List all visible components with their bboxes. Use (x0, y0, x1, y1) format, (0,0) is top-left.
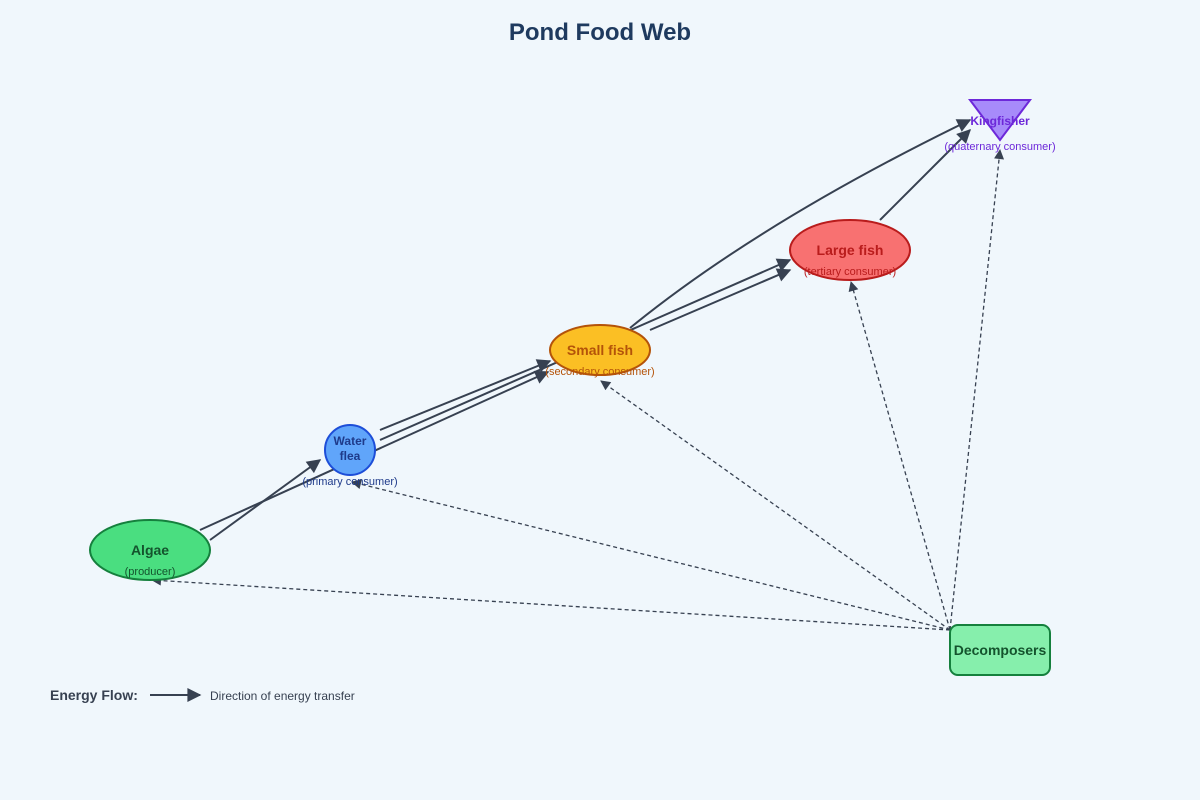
algae-label: Algae (131, 542, 169, 558)
water-flea-role-label: (primary consumer) (302, 476, 397, 488)
small-fish-to-kingfisher-arrow (629, 119, 972, 329)
diagram-title: Pond Food Web (509, 19, 691, 46)
decomp-to-kingfisher-arrow (949, 149, 1005, 631)
large-fish-to-kingfisher-arrow (879, 129, 971, 221)
large-fish-role-label: (tertiary consumer) (804, 266, 896, 278)
decomposers-box (949, 624, 1051, 676)
node-algae: Algae (producer) (89, 519, 211, 581)
water-flea-label-line2: flea (340, 449, 361, 463)
node-large-fish: Large fish (tertiary consumer) (789, 219, 911, 281)
water-flea-to-small-fish-arrow (379, 359, 552, 431)
legend: Energy Flow: Direction of energy transfe… (50, 687, 355, 703)
decomposer-links (151, 149, 1005, 631)
small-fish-ellipse (549, 324, 651, 376)
node-small-fish: Small fish (secondary consumer) (545, 324, 655, 378)
decomp-to-small-fish-arrow (600, 380, 951, 631)
decomp-to-algae-arrow (151, 575, 951, 631)
small-fish-label: Small fish (567, 342, 633, 358)
decomp-to-large-fish-arrow (848, 281, 951, 631)
legend-title: Energy Flow: (50, 687, 138, 703)
kingfisher-role-label: (quaternary consumer) (944, 141, 1055, 153)
large-fish-label: Large fish (817, 242, 884, 258)
kingfisher-label: Kingfisher (970, 114, 1030, 128)
algae-role-label: (producer) (125, 566, 176, 578)
kingfisher-triangle (968, 99, 1032, 142)
decomp-to-water-flea-arrow (351, 479, 951, 631)
decomposers-label: Decomposers (954, 642, 1047, 658)
small-fish-role-label: (secondary consumer) (545, 366, 654, 378)
legend-description: Direction of energy transfer (210, 689, 355, 703)
node-kingfisher: Kingfisher (quaternary consumer) (944, 99, 1056, 153)
large-fish-ellipse (789, 219, 911, 281)
small-fish-to-large-fish-arrow (649, 268, 792, 331)
water-flea-label-line1: Water (334, 434, 367, 448)
water-flea-circle (324, 424, 376, 476)
node-decomposers: Decomposers (949, 624, 1051, 676)
node-water-flea: Water flea (primary consumer) (302, 424, 398, 488)
algae-ellipse (89, 519, 211, 581)
